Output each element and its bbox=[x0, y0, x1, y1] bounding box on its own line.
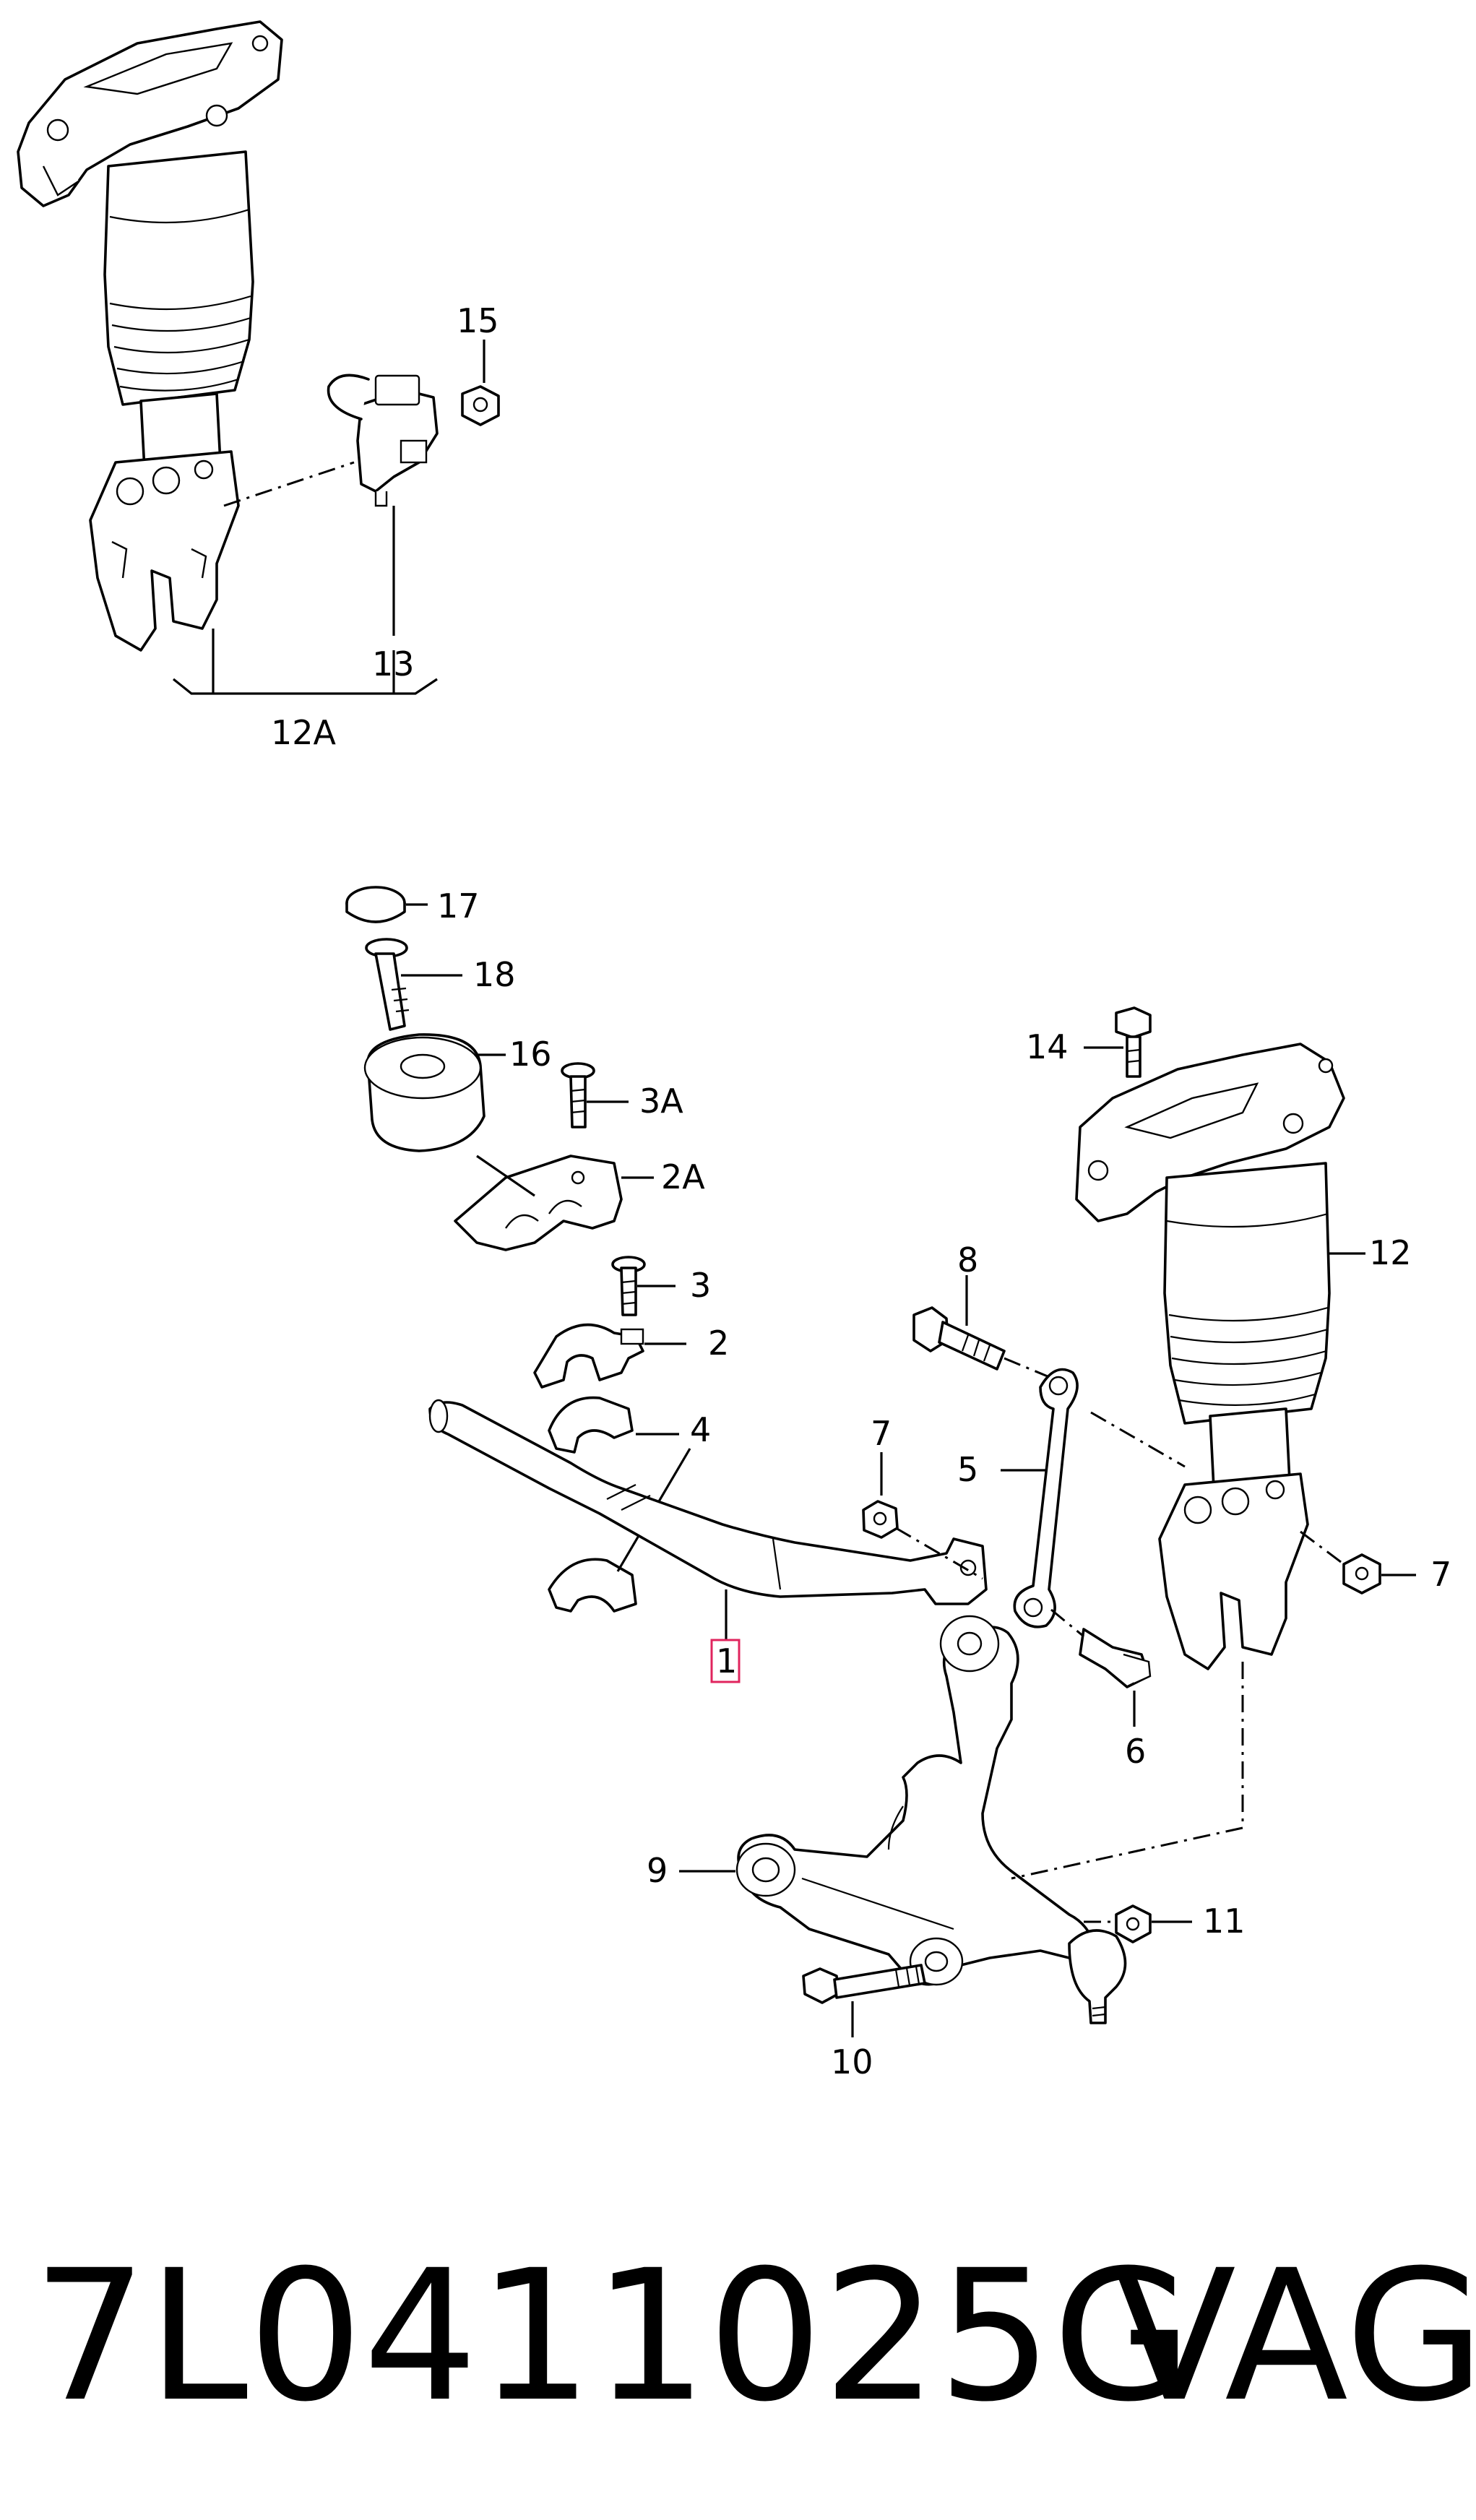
bolt-14 bbox=[1115, 1006, 1152, 1078]
callout-12A: 12A bbox=[271, 713, 337, 752]
nut-15 bbox=[461, 385, 500, 426]
callout-6: 6 bbox=[1125, 1732, 1146, 1771]
callout-3A: 3A bbox=[639, 1082, 683, 1121]
bolt-10 bbox=[802, 1964, 926, 2004]
callout-4: 4 bbox=[690, 1410, 711, 1449]
callout-16: 16 bbox=[509, 1035, 552, 1074]
bolt-3A bbox=[561, 1062, 595, 1129]
callout-17: 17 bbox=[437, 886, 480, 925]
bolt-3 bbox=[611, 1256, 646, 1316]
brand-name: VAG bbox=[1113, 2231, 1476, 2441]
callout-9: 9 bbox=[647, 1851, 668, 1890]
leader-lines-top bbox=[173, 340, 485, 695]
callout-12: 12 bbox=[1369, 1233, 1412, 1272]
nut-11 bbox=[1115, 1904, 1152, 1943]
air-strut-right bbox=[1075, 1043, 1345, 1670]
callout-15: 15 bbox=[457, 301, 499, 340]
clamp-2 bbox=[533, 1323, 644, 1389]
bushing-4-lower bbox=[548, 1558, 637, 1613]
highlight-box-1 bbox=[710, 1639, 741, 1683]
callout-labels: 15 13 12A 17 18 16 3A 2A 14 12 8 3 2 4 7… bbox=[271, 301, 1451, 2081]
control-arm-9 bbox=[735, 1615, 1127, 2024]
callout-2A: 2A bbox=[661, 1157, 705, 1196]
bolt-8 bbox=[912, 1306, 1006, 1371]
level-sensor-bracket bbox=[327, 374, 439, 507]
coupling-rod-5 bbox=[1013, 1368, 1079, 1628]
bushing-4-upper bbox=[548, 1396, 634, 1454]
callout-18: 18 bbox=[473, 955, 516, 994]
bolt-18 bbox=[365, 938, 410, 1031]
bolt-6 bbox=[1079, 1628, 1152, 1688]
footer: 7L0411025G VAG bbox=[33, 2231, 1476, 2441]
nut-7-right bbox=[1342, 1553, 1381, 1595]
callout-1: 1 bbox=[716, 1641, 737, 1680]
callout-5: 5 bbox=[957, 1450, 978, 1489]
callout-8: 8 bbox=[957, 1240, 978, 1280]
callout-14: 14 bbox=[1026, 1027, 1069, 1066]
bracket-2A bbox=[454, 1155, 623, 1251]
stabilizer-bar-1 bbox=[428, 1399, 988, 1605]
nut-7-left bbox=[862, 1500, 899, 1539]
callout-7-right: 7 bbox=[1430, 1555, 1451, 1594]
cap-17 bbox=[345, 886, 406, 923]
part-number: 7L0411025G bbox=[33, 2231, 1192, 2441]
callout-10: 10 bbox=[831, 2042, 873, 2081]
air-strut-assembly-top-left bbox=[17, 20, 283, 652]
rubber-mount-16 bbox=[363, 1033, 485, 1152]
callout-2: 2 bbox=[708, 1324, 729, 1363]
callout-11: 11 bbox=[1203, 1902, 1246, 1941]
callout-13: 13 bbox=[372, 644, 415, 683]
callout-3: 3 bbox=[690, 1266, 711, 1305]
callout-7-left: 7 bbox=[871, 1414, 892, 1453]
